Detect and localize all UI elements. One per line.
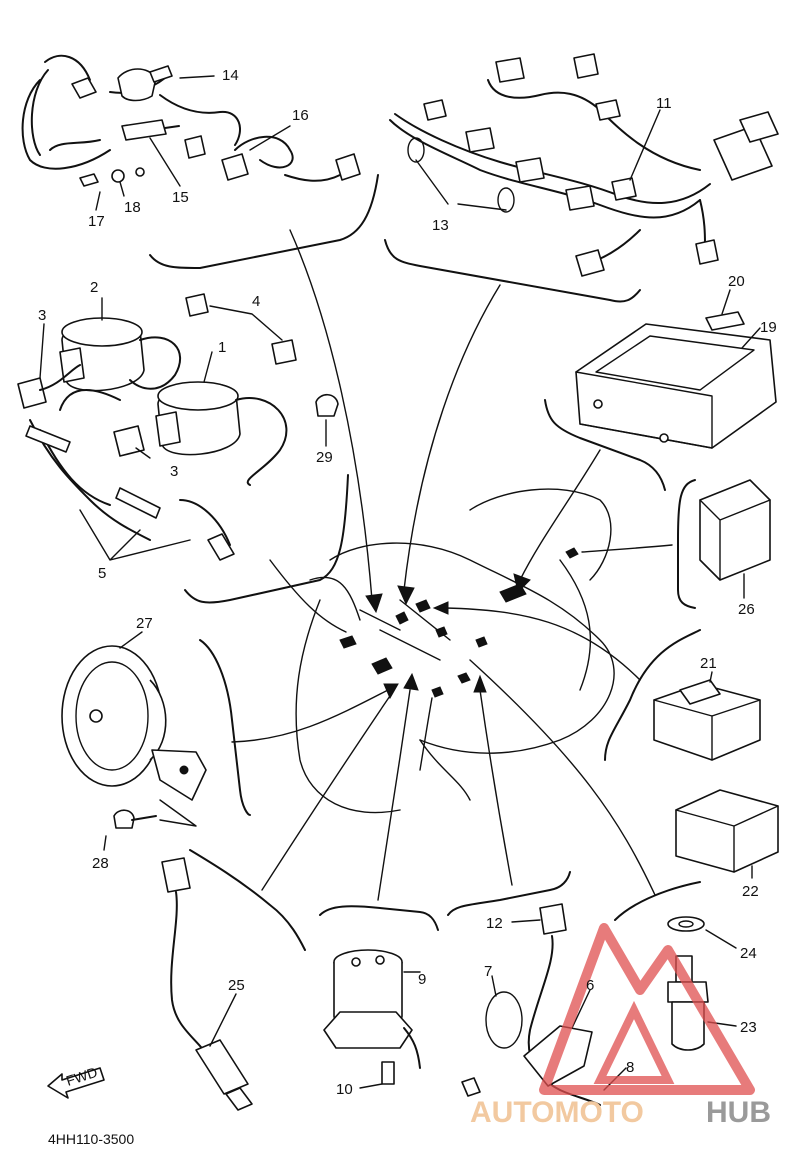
part-label-13: 13 [432,217,449,234]
part-label-16: 16 [292,107,309,124]
oxygen-sensor [161,857,253,1111]
fuel-sender [323,949,421,1089]
part-label-1: 1 [218,339,226,356]
part-label-20: 20 [728,273,745,290]
part-label-22: 22 [742,883,759,900]
drawing-code: 4HH110-3500 [48,1131,134,1147]
frame-sketch [295,488,615,814]
part-label-17: 17 [88,213,105,230]
relays-21-22 [653,671,779,879]
part-label-4: 4 [252,293,260,310]
watermark-logo [539,923,755,1095]
leader-arrows [231,229,673,901]
relay-26 [699,479,771,599]
ignition-coils [17,293,339,561]
part-label-7: 7 [484,963,492,980]
sidestand-switch-harness [21,54,361,211]
part-label-2: 2 [90,279,98,296]
part-label-24: 24 [740,945,757,962]
watermark-text-a: AUTOMOTO [470,1096,644,1129]
part-label-3b: 3 [170,463,178,480]
part-label-26: 26 [738,601,755,618]
part-label-29: 29 [316,449,333,466]
part-label-9: 9 [418,971,426,988]
part-label-12: 12 [486,915,503,932]
part-label-10: 10 [336,1081,353,1098]
horn [61,631,207,851]
part-label-18: 18 [124,199,141,216]
part-label-11: 11 [656,95,672,112]
igniter-unit [575,289,777,449]
part-label-14: 14 [222,67,239,84]
part-number-labels: 1 2 3 3 4 5 6 7 8 9 10 11 12 13 14 15 16… [38,67,777,1098]
part-label-19: 19 [760,319,777,336]
part-label-28: 28 [92,855,109,872]
part-label-25: 25 [228,977,245,994]
watermark-text-b: HUB [706,1096,771,1129]
part-label-5: 5 [98,565,106,582]
callout-brackets [149,174,701,951]
part-label-15: 15 [172,189,189,206]
part-label-23: 23 [740,1019,757,1036]
wire-harness [389,53,779,277]
fwd-arrow: FWD [47,1064,105,1099]
neutral-switch [667,916,737,1051]
part-label-8: 8 [626,1059,634,1076]
part-label-27: 27 [136,615,153,632]
part-label-6: 6 [586,977,594,994]
part-label-21: 21 [700,655,717,672]
part-label-3a: 3 [38,307,46,324]
